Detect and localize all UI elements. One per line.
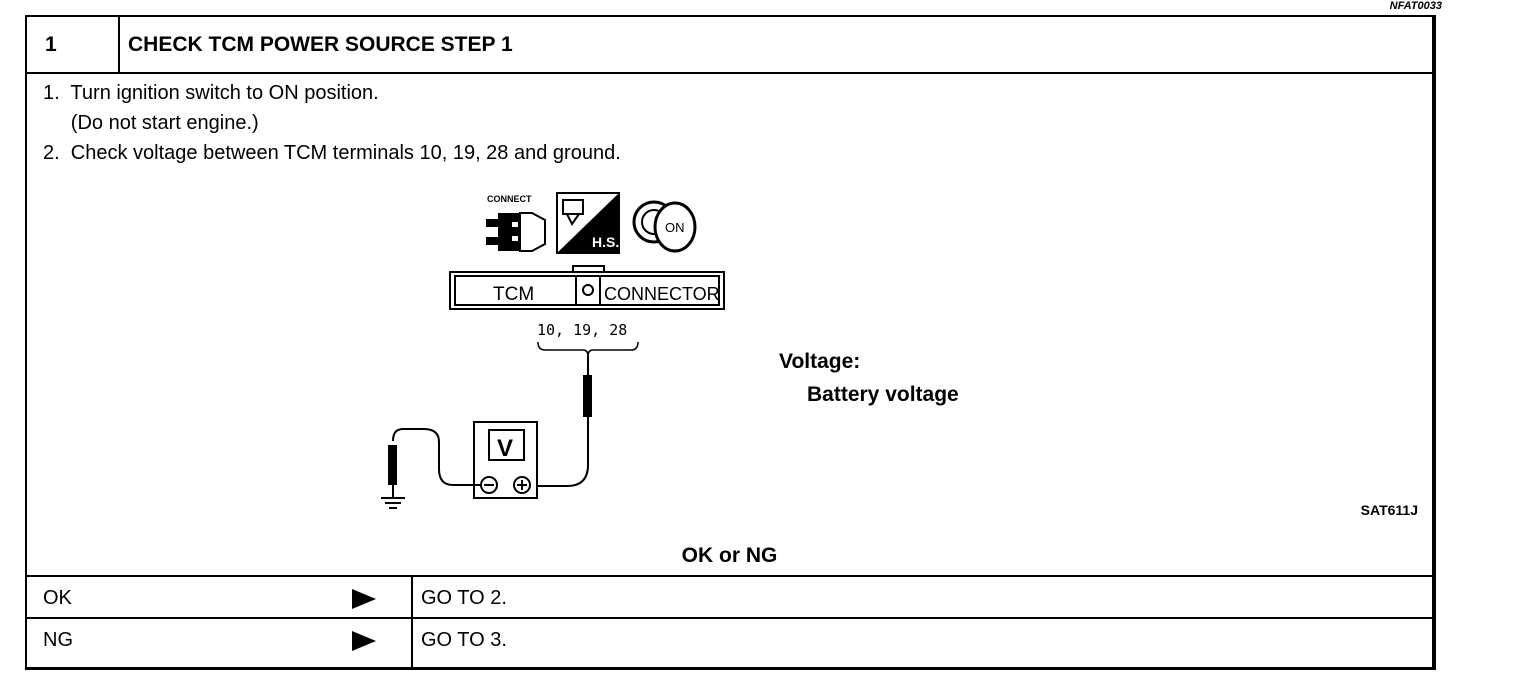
instruction-list: 1. Turn ignition switch to ON position. … bbox=[43, 78, 621, 168]
harness-icon-label: H.S. bbox=[592, 234, 619, 250]
result-action: GO TO 2. bbox=[421, 587, 507, 609]
result-key: NG bbox=[43, 629, 73, 651]
terminal-numbers: 10, 19, 28 bbox=[537, 321, 627, 339]
step-title: CHECK TCM POWER SOURCE STEP 1 bbox=[128, 33, 513, 56]
voltage-spec: Voltage: Battery voltage bbox=[779, 345, 959, 411]
result-row-ok: OK GO TO 2. bbox=[27, 575, 1432, 619]
result-action: GO TO 3. bbox=[421, 629, 507, 651]
harness-icon: H.S. bbox=[556, 192, 620, 254]
terminal-brace bbox=[537, 341, 639, 357]
step-header: 1 CHECK TCM POWER SOURCE STEP 1 bbox=[27, 17, 1432, 74]
document-code: NFAT0033 bbox=[1389, 0, 1442, 12]
result-question: OK or NG bbox=[681, 544, 778, 567]
voltage-spec-label: Voltage: bbox=[779, 350, 861, 373]
inspection-step-table: 1 CHECK TCM POWER SOURCE STEP 1 1. Turn … bbox=[25, 15, 1436, 670]
ignition-icon-label: ON bbox=[665, 220, 685, 235]
connector-right-label: CONNECTOR bbox=[604, 284, 720, 304]
instruction-line-1: 1. Turn ignition switch to ON position. bbox=[43, 82, 379, 104]
connect-icon-label: CONNECT bbox=[487, 194, 532, 204]
voltmeter: V bbox=[473, 421, 538, 499]
result-key: OK bbox=[43, 587, 72, 609]
step-number: 1 bbox=[45, 33, 57, 56]
arrow-right-icon bbox=[352, 631, 376, 651]
voltage-spec-value: Battery voltage bbox=[807, 383, 959, 406]
instruction-line-2: (Do not start engine.) bbox=[43, 112, 259, 134]
ignition-key-icon: ON bbox=[632, 200, 697, 253]
connect-icon: CONNECT bbox=[486, 194, 546, 252]
result-row-ng: NG GO TO 3. bbox=[27, 617, 1432, 669]
header-divider bbox=[118, 17, 120, 72]
connector-left-label: TCM bbox=[493, 284, 534, 305]
arrow-right-icon bbox=[352, 589, 376, 609]
voltmeter-label: V bbox=[497, 435, 513, 462]
positive-probe bbox=[583, 375, 592, 417]
figure-id: SAT611J bbox=[1360, 502, 1418, 518]
wiring-diagram: CONNECT H.S. ON bbox=[381, 192, 725, 509]
negative-probe bbox=[388, 445, 397, 485]
ground-symbol bbox=[381, 497, 405, 509]
tcm-connector: TCM CONNECTOR bbox=[449, 265, 725, 310]
instruction-line-3: 2. Check voltage between TCM terminals 1… bbox=[43, 142, 621, 164]
